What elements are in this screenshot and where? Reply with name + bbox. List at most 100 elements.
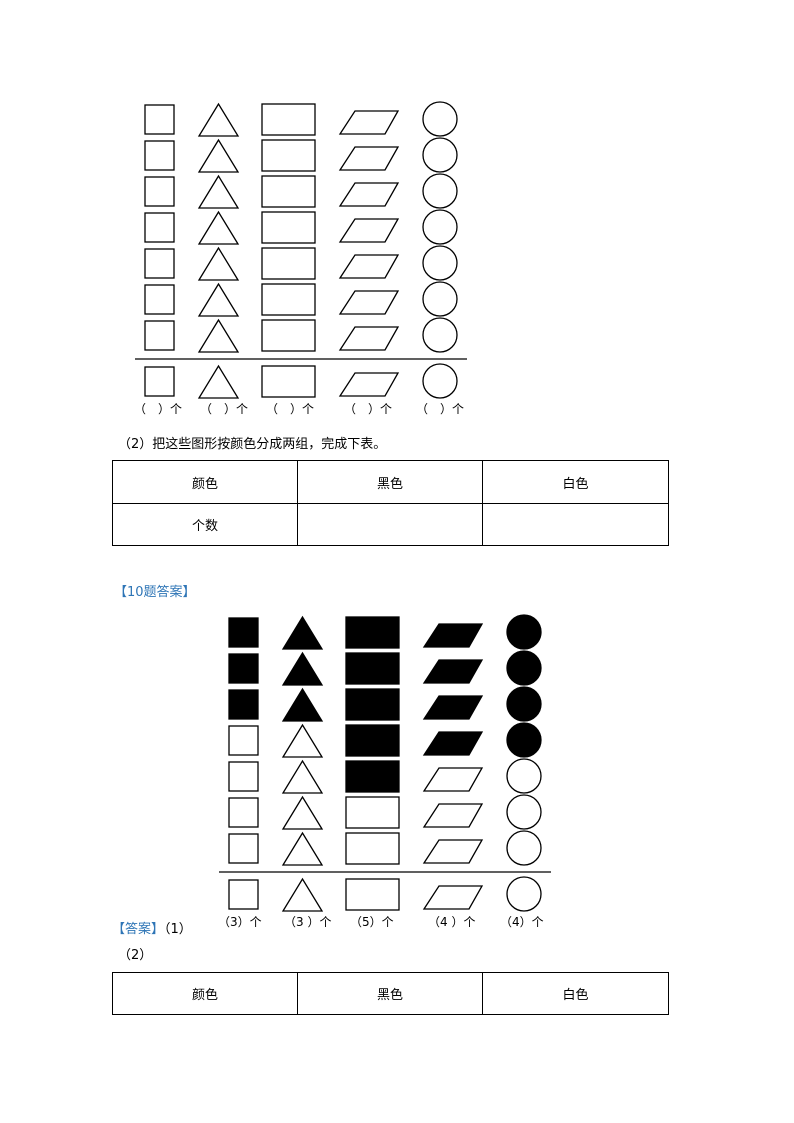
square-white-shape bbox=[228, 833, 259, 864]
rectangle-black-shape bbox=[345, 652, 400, 685]
rectangle-white-shape bbox=[261, 319, 316, 352]
triangle-white-shape bbox=[197, 246, 240, 281]
triangle-white-shape bbox=[281, 877, 324, 912]
parallelogram-white-shape bbox=[338, 110, 400, 135]
count-label-triangle: （3 ）个 bbox=[284, 915, 332, 929]
square-white-shape bbox=[144, 140, 175, 171]
parallelogram-black-shape bbox=[422, 659, 484, 684]
answer-label: 【答案】 bbox=[112, 922, 165, 937]
circle-white-shape bbox=[506, 758, 542, 794]
rectangle-black-shape bbox=[345, 688, 400, 721]
rectangle-white-shape bbox=[345, 796, 400, 829]
circle-white-shape bbox=[506, 876, 542, 912]
header-white: 白色 bbox=[482, 460, 669, 504]
rectangle-white-shape bbox=[261, 175, 316, 208]
rectangle-white-shape bbox=[261, 103, 316, 136]
circle-white-shape bbox=[422, 281, 458, 317]
square-white-shape bbox=[144, 248, 175, 279]
triangle-white-shape bbox=[197, 138, 240, 173]
square-black-shape bbox=[228, 689, 259, 720]
parallelogram-white-shape bbox=[422, 885, 484, 910]
square-white-shape bbox=[228, 879, 259, 910]
circle-white-shape bbox=[422, 363, 458, 399]
triangle-white-shape bbox=[197, 282, 240, 317]
triangle-white-shape bbox=[197, 102, 240, 137]
parallelogram-white-shape bbox=[422, 839, 484, 864]
parallelogram-white-shape bbox=[338, 182, 400, 207]
count-label-square: （3）个 bbox=[218, 915, 262, 929]
square-white-shape bbox=[144, 366, 175, 397]
circle-black-shape bbox=[506, 686, 542, 722]
parallelogram-white-shape bbox=[338, 372, 400, 397]
circle-white-shape bbox=[506, 794, 542, 830]
answer-line-1: 【答案】（1） bbox=[112, 922, 192, 938]
square-white-shape bbox=[228, 761, 259, 792]
question-table: 颜色 黑色 白色 个数 bbox=[112, 460, 669, 546]
answer-part2: （2） bbox=[118, 948, 153, 963]
answer-part1: （1） bbox=[164, 922, 192, 937]
question-shapes-figure bbox=[130, 96, 480, 406]
count-label-square[interactable]: （ ）个 bbox=[134, 402, 183, 416]
answer-shapes-figure bbox=[214, 609, 564, 919]
black-count-cell[interactable] bbox=[297, 503, 483, 546]
triangle-white-shape bbox=[281, 795, 324, 830]
answer-heading: 【10题答案】 bbox=[114, 585, 196, 600]
triangle-white-shape bbox=[197, 318, 240, 353]
answer-header-color: 颜色 bbox=[112, 972, 298, 1015]
circle-black-shape bbox=[506, 614, 542, 650]
count-label-rectangle[interactable]: （ ）个 bbox=[266, 402, 315, 416]
rectangle-black-shape bbox=[345, 760, 400, 793]
circle-white-shape bbox=[422, 209, 458, 245]
parallelogram-white-shape bbox=[338, 146, 400, 171]
square-white-shape bbox=[228, 797, 259, 828]
triangle-black-shape bbox=[281, 651, 324, 686]
circle-white-shape bbox=[422, 317, 458, 353]
parallelogram-black-shape bbox=[422, 695, 484, 720]
count-label-circle[interactable]: （ ）个 bbox=[416, 402, 465, 416]
answer-header-white: 白色 bbox=[482, 972, 669, 1015]
circle-white-shape bbox=[422, 245, 458, 281]
square-white-shape bbox=[144, 104, 175, 135]
square-white-shape bbox=[228, 725, 259, 756]
square-black-shape bbox=[228, 653, 259, 684]
square-black-shape bbox=[228, 617, 259, 648]
header-color: 颜色 bbox=[112, 460, 298, 504]
count-label-parallelogram[interactable]: （ ）个 bbox=[344, 402, 393, 416]
circle-white-shape bbox=[422, 173, 458, 209]
rectangle-white-shape bbox=[261, 283, 316, 316]
triangle-black-shape bbox=[281, 615, 324, 650]
parallelogram-white-shape bbox=[338, 218, 400, 243]
square-white-shape bbox=[144, 176, 175, 207]
parallelogram-white-shape bbox=[422, 803, 484, 828]
triangle-white-shape bbox=[281, 759, 324, 794]
header-black: 黑色 bbox=[297, 460, 483, 504]
triangle-black-shape bbox=[281, 687, 324, 722]
circle-white-shape bbox=[422, 101, 458, 137]
square-white-shape bbox=[144, 212, 175, 243]
triangle-white-shape bbox=[197, 174, 240, 209]
count-label-parallelogram: （4 ）个 bbox=[428, 915, 476, 929]
rectangle-black-shape bbox=[345, 616, 400, 649]
triangle-white-shape bbox=[197, 364, 240, 399]
answer-header-black: 黑色 bbox=[297, 972, 483, 1015]
count-label-circle: （4）个 bbox=[500, 915, 544, 929]
count-label-triangle[interactable]: （ ）个 bbox=[200, 402, 249, 416]
answer-table: 颜色 黑色 白色 bbox=[112, 972, 669, 1015]
parallelogram-black-shape bbox=[422, 623, 484, 648]
rectangle-white-shape bbox=[261, 247, 316, 280]
parallelogram-black-shape bbox=[422, 731, 484, 756]
shapes-grid bbox=[135, 101, 467, 399]
square-white-shape bbox=[144, 284, 175, 315]
answer-shapes-grid bbox=[219, 614, 551, 912]
rectangle-white-shape bbox=[261, 211, 316, 244]
rectangle-white-shape bbox=[345, 878, 400, 911]
parallelogram-white-shape bbox=[338, 326, 400, 351]
parallelogram-white-shape bbox=[338, 290, 400, 315]
white-count-cell[interactable] bbox=[482, 503, 669, 546]
triangle-white-shape bbox=[281, 723, 324, 758]
circle-white-shape bbox=[506, 830, 542, 866]
triangle-white-shape bbox=[281, 831, 324, 866]
circle-black-shape bbox=[506, 722, 542, 758]
row-count-label: 个数 bbox=[112, 503, 298, 546]
count-label-rectangle: （5）个 bbox=[350, 915, 394, 929]
